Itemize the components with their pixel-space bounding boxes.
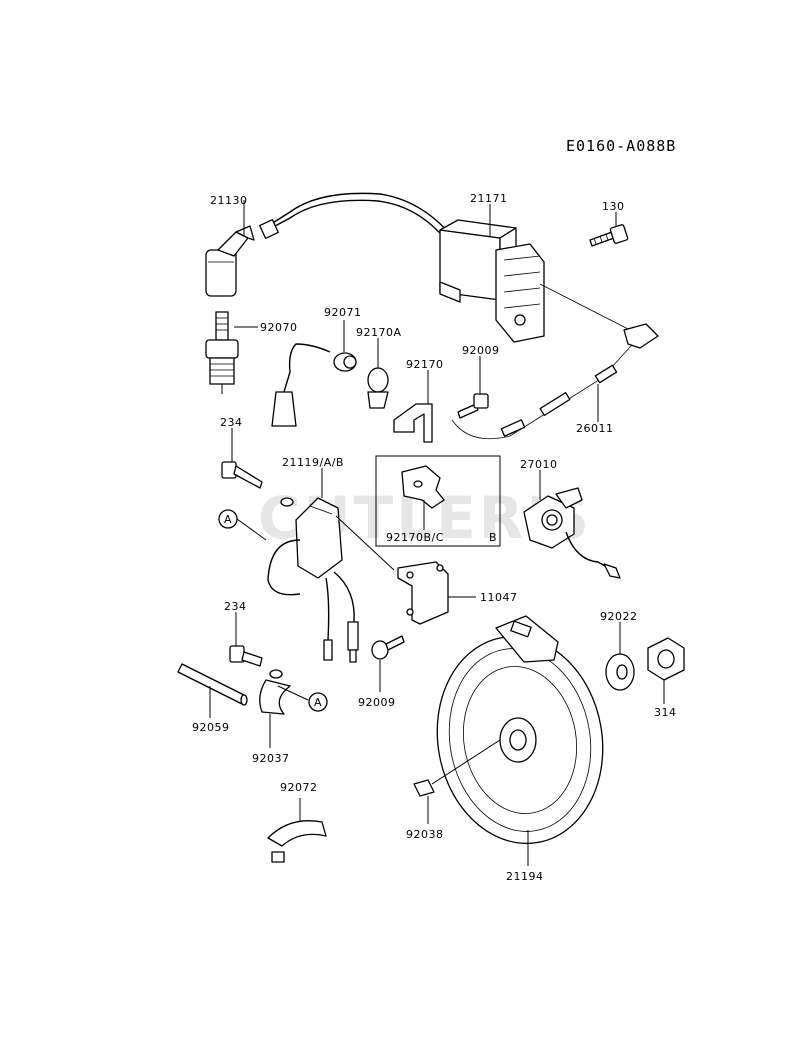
inset-label-b: B	[489, 531, 497, 544]
callout-92038: 92038	[406, 828, 444, 841]
grommet-92071	[333, 352, 357, 372]
callout-92072: 92072	[280, 781, 318, 794]
pin-92059	[177, 663, 248, 706]
callout-92009-lower: 92009	[358, 696, 396, 709]
inset-92170b-c: 92170B/C B	[375, 455, 501, 547]
callout-92009-upper: 92009	[462, 344, 500, 357]
bracket-92170	[393, 403, 433, 443]
callout-130: 130	[602, 200, 625, 213]
ignition-coil	[259, 192, 545, 343]
band-92072	[267, 820, 327, 863]
screw-92009-upper	[457, 393, 489, 419]
svg-text:A: A	[314, 696, 322, 709]
flywheel-21194	[436, 615, 604, 845]
cable-26011	[451, 283, 659, 440]
callout-26011: 26011	[576, 422, 614, 435]
callout-92170a: 92170A	[356, 326, 402, 339]
marker-a-lower: A	[308, 692, 328, 712]
screw-234-lower	[229, 645, 263, 667]
callout-21130: 21130	[210, 194, 248, 207]
bolt-130	[589, 224, 629, 247]
callout-234-lower: 234	[224, 600, 247, 613]
callout-11047: 11047	[480, 591, 518, 604]
callout-92071: 92071	[324, 306, 362, 319]
plate-11047	[397, 561, 449, 625]
key-92038	[413, 779, 435, 797]
callout-27010: 27010	[520, 458, 558, 471]
spark-plug-cap	[205, 225, 255, 297]
nut-314	[647, 637, 685, 681]
clip-92037	[259, 669, 291, 715]
stop-wire	[271, 343, 331, 427]
callout-92070: 92070	[260, 321, 298, 334]
screw-92009-lower	[371, 635, 405, 660]
callout-92170: 92170	[406, 358, 444, 371]
callout-21194: 21194	[506, 870, 544, 883]
clamp-92170a	[367, 367, 389, 409]
marker-a-left: A	[218, 509, 238, 529]
callout-92022: 92022	[600, 610, 638, 623]
stop-switch-27010	[523, 487, 621, 579]
spark-plug	[205, 311, 239, 394]
callout-314: 314	[654, 706, 677, 719]
diagram-code: E0160-A088B	[566, 137, 676, 155]
callout-92037: 92037	[252, 752, 290, 765]
callout-92059: 92059	[192, 721, 230, 734]
screw-234-upper	[221, 461, 263, 489]
ignition-module	[267, 497, 359, 663]
svg-text:A: A	[224, 513, 232, 526]
callout-21171: 21171	[470, 192, 508, 205]
callout-21119-a-b: 21119/A/B	[282, 456, 344, 469]
washer-92022	[605, 653, 635, 691]
callout-92170b-c: 92170B/C	[386, 531, 444, 544]
callout-234-upper: 234	[220, 416, 243, 429]
